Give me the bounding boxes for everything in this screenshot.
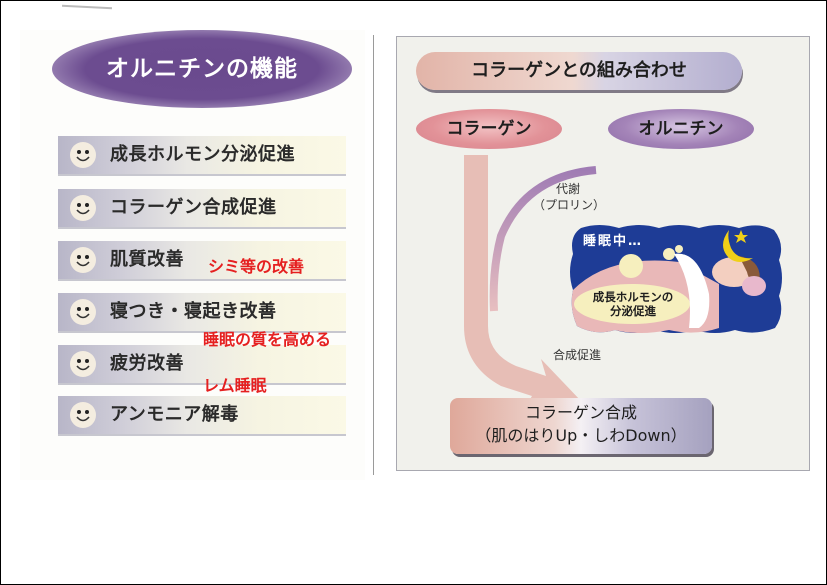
function-label: 肌質改善 bbox=[110, 249, 184, 270]
hormone-secretion-label: 成長ホルモンの 分泌促進 bbox=[575, 290, 691, 318]
function-item: 寝つき・寝起き改善 bbox=[58, 293, 346, 333]
hormone-line-2: 分泌促進 bbox=[610, 304, 656, 318]
synthesis-promotion-label: 合成促進 bbox=[553, 348, 602, 362]
ornithine-label: オルニチン bbox=[638, 119, 724, 139]
sleep-illustration bbox=[570, 225, 782, 333]
function-item: コラーゲン合成促進 bbox=[58, 189, 346, 229]
sleeping-label: 睡眠中… bbox=[583, 234, 644, 249]
title-ellipse bbox=[52, 30, 352, 108]
function-label: 疲労改善 bbox=[110, 353, 184, 374]
smiley-icon bbox=[70, 195, 96, 221]
function-item: 成長ホルモン分泌促進 bbox=[58, 136, 346, 176]
divider bbox=[373, 35, 374, 475]
function-item: 疲労改善 bbox=[58, 345, 346, 385]
smiley-icon bbox=[70, 299, 96, 325]
smiley-icon bbox=[70, 142, 96, 168]
ornithine-ellipse bbox=[608, 109, 754, 149]
combo-title-bar bbox=[416, 52, 742, 90]
metabolism-label: 代謝 bbox=[556, 182, 581, 196]
smiley-icon bbox=[70, 247, 96, 273]
result-line-1: コラーゲン合成 bbox=[524, 403, 637, 422]
function-item: アンモニア解毒 bbox=[58, 396, 346, 436]
hormone-line-1: 成長ホルモンの bbox=[592, 290, 674, 304]
function-label: 寝つき・寝起き改善 bbox=[110, 301, 277, 322]
functions-title: オルニチンの機能 bbox=[106, 56, 298, 82]
collagen-ellipse bbox=[416, 109, 562, 149]
function-item: 肌質改善 bbox=[58, 241, 346, 281]
result-line-2: （肌のはりUp・しわDown） bbox=[475, 426, 687, 445]
annotation-sleep-quality: 睡眠の質を高める bbox=[203, 330, 332, 349]
collagen-synthesis-result: コラーゲン合成 （肌のはりUp・しわDown） bbox=[450, 401, 712, 447]
proline-label: （プロリン） bbox=[533, 198, 606, 212]
annotation-rem-sleep: レム睡眠 bbox=[203, 376, 267, 395]
smiley-icon bbox=[70, 351, 96, 377]
function-label: コラーゲン合成促進 bbox=[110, 197, 277, 218]
collagen-synthesis-box bbox=[450, 398, 712, 454]
function-label: アンモニア解毒 bbox=[110, 404, 239, 425]
function-label: 成長ホルモン分泌促進 bbox=[110, 144, 295, 165]
combo-title: コラーゲンとの組み合わせ bbox=[471, 60, 687, 81]
flow-arrows bbox=[464, 155, 597, 414]
collagen-label: コラーゲン bbox=[446, 119, 532, 139]
smiley-icon bbox=[70, 402, 96, 428]
annotation-spots: シミ等の改善 bbox=[208, 257, 305, 276]
